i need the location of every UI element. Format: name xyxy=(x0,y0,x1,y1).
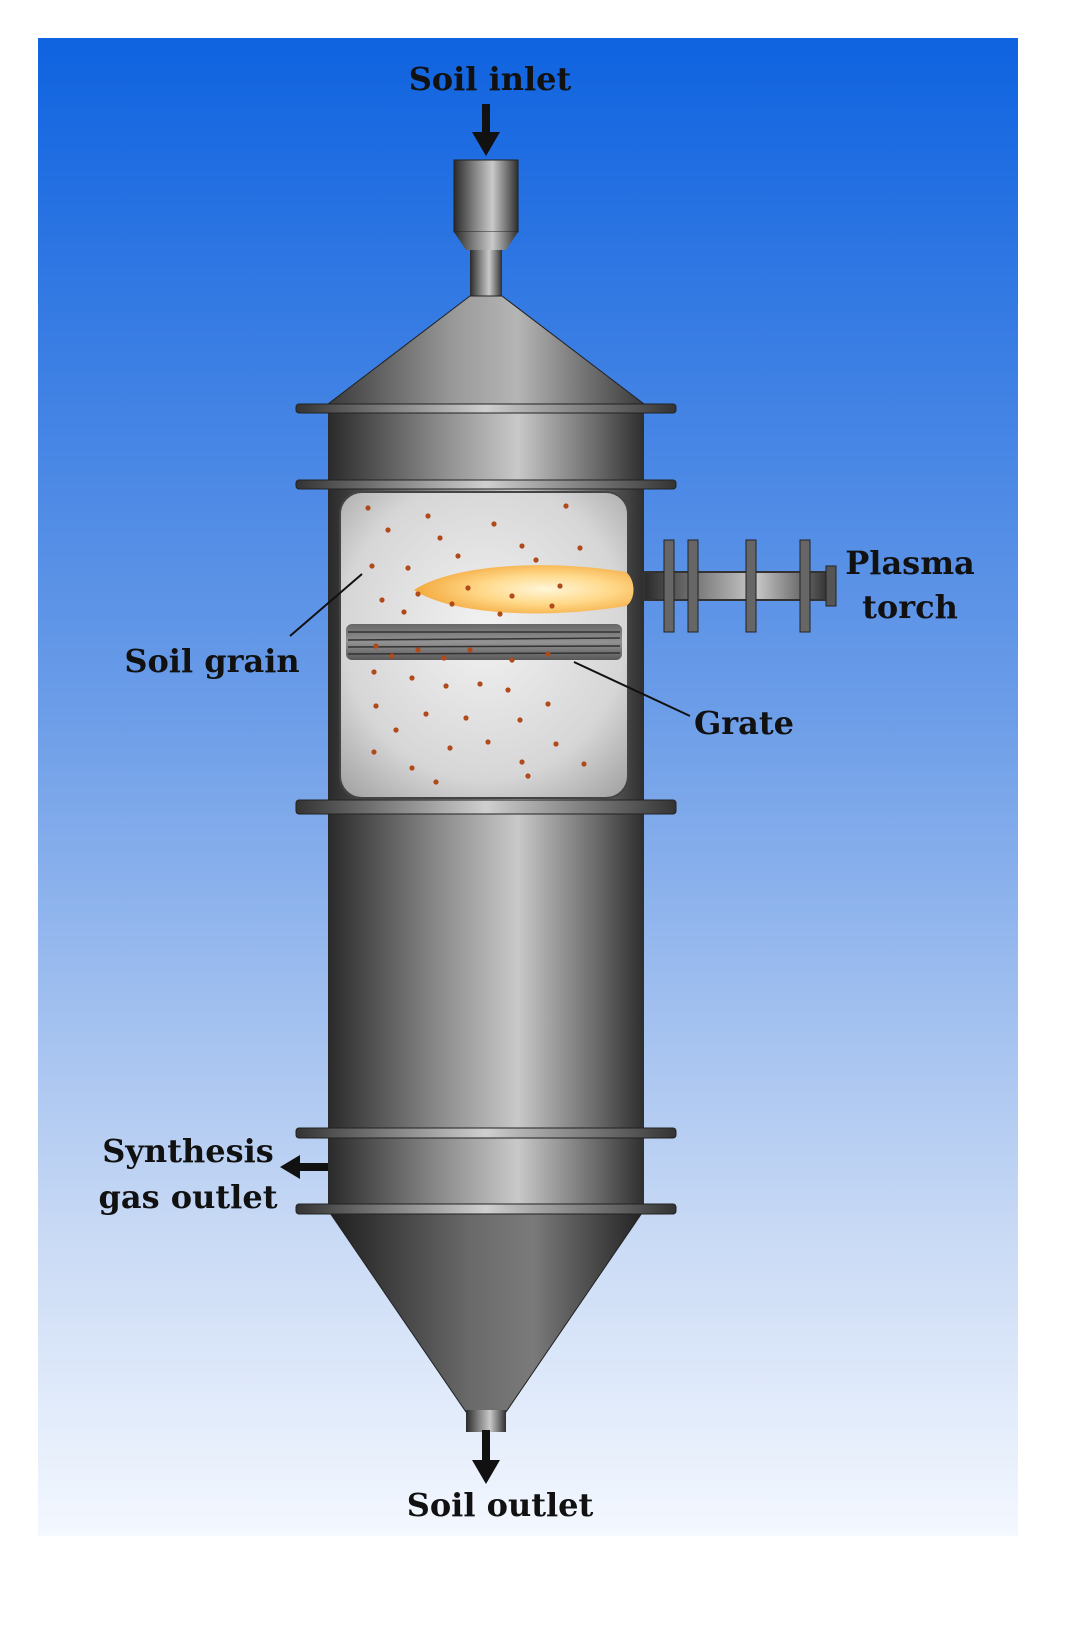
outlet-pipe xyxy=(466,1410,506,1432)
soil-grain-dot xyxy=(371,749,377,755)
soil-grain-dot xyxy=(467,647,473,653)
soil-grain-dot xyxy=(385,527,391,533)
soil-grain-dot xyxy=(441,655,447,661)
grate-leader xyxy=(573,661,691,717)
plasma-torch xyxy=(643,539,837,633)
soil-grain-dot xyxy=(405,565,411,571)
soil-grain-dot xyxy=(491,521,497,527)
soil-grain-dot xyxy=(423,711,429,717)
soil-grain-leader xyxy=(289,573,363,637)
soil-grain-dot xyxy=(497,611,503,617)
soil-grain-dot xyxy=(553,741,559,747)
soil-grain-dot xyxy=(409,675,415,681)
soil-grain-dot xyxy=(401,609,407,615)
soil-grain-dot xyxy=(549,603,555,609)
synthesis-gas-label-line2: gas outlet xyxy=(99,1178,278,1216)
soil-grain-dot xyxy=(449,601,455,607)
soil-grain-dot xyxy=(373,703,379,709)
soil-grain-dot xyxy=(373,643,379,649)
soil-grain-dot xyxy=(519,759,525,765)
soil-grain-dot xyxy=(389,653,395,659)
soil-grain-dot xyxy=(393,727,399,733)
soil-grain-dot xyxy=(415,591,421,597)
soil-grain-dot xyxy=(545,651,551,657)
grate xyxy=(346,624,622,660)
soil-grain-dot xyxy=(505,687,511,693)
soil-grain-dot xyxy=(509,593,515,599)
soil-grain-dot xyxy=(519,543,525,549)
soil-grain-dot xyxy=(463,715,469,721)
soil-grain-dot xyxy=(415,647,421,653)
plasma-torch-label-line2: torch xyxy=(862,588,958,626)
soil-grain-dot xyxy=(517,717,523,723)
soil-grain-dot xyxy=(447,745,453,751)
inlet-arrow-icon xyxy=(472,104,500,156)
soil-grain-dot xyxy=(577,545,583,551)
soil-grain-label: Soil grain xyxy=(124,642,299,680)
inlet-pipe xyxy=(453,159,519,296)
soil-grain-dot xyxy=(525,773,531,779)
soil-grain-dot xyxy=(433,779,439,785)
soil-grain-dot xyxy=(545,701,551,707)
soil-outlet-label: Soil outlet xyxy=(407,1486,594,1524)
soil-grain-dot xyxy=(581,761,587,767)
soil-grain-dot xyxy=(369,563,375,569)
soil-grain-dot xyxy=(437,535,443,541)
soil-grain-dot xyxy=(509,657,515,663)
gas-outlet-arrow-icon xyxy=(280,1155,328,1179)
plasma-flame xyxy=(414,565,634,614)
soil-grain-dot xyxy=(533,557,539,563)
soil-grain-dot xyxy=(465,585,471,591)
soil-grains xyxy=(365,503,587,785)
outlet-arrow-icon xyxy=(472,1430,500,1484)
soil-grain-dot xyxy=(477,681,483,687)
soil-inlet-label: Soil inlet xyxy=(409,60,572,98)
synthesis-gas-label-line1: Synthesis xyxy=(102,1132,274,1170)
soil-grain-dot xyxy=(425,513,431,519)
soil-grain-dot xyxy=(379,597,385,603)
soil-grain-dot xyxy=(455,553,461,559)
soil-grain-dot xyxy=(409,765,415,771)
flange-rings xyxy=(295,403,677,1215)
plasma-torch-label-line1: Plasma xyxy=(845,544,975,582)
grate-label: Grate xyxy=(694,704,794,742)
soil-grain-dot xyxy=(371,669,377,675)
soil-grain-dot xyxy=(365,505,371,511)
soil-grain-dot xyxy=(557,583,563,589)
soil-grain-dot xyxy=(563,503,569,509)
soil-grain-dot xyxy=(485,739,491,745)
soil-grain-dot xyxy=(443,683,449,689)
